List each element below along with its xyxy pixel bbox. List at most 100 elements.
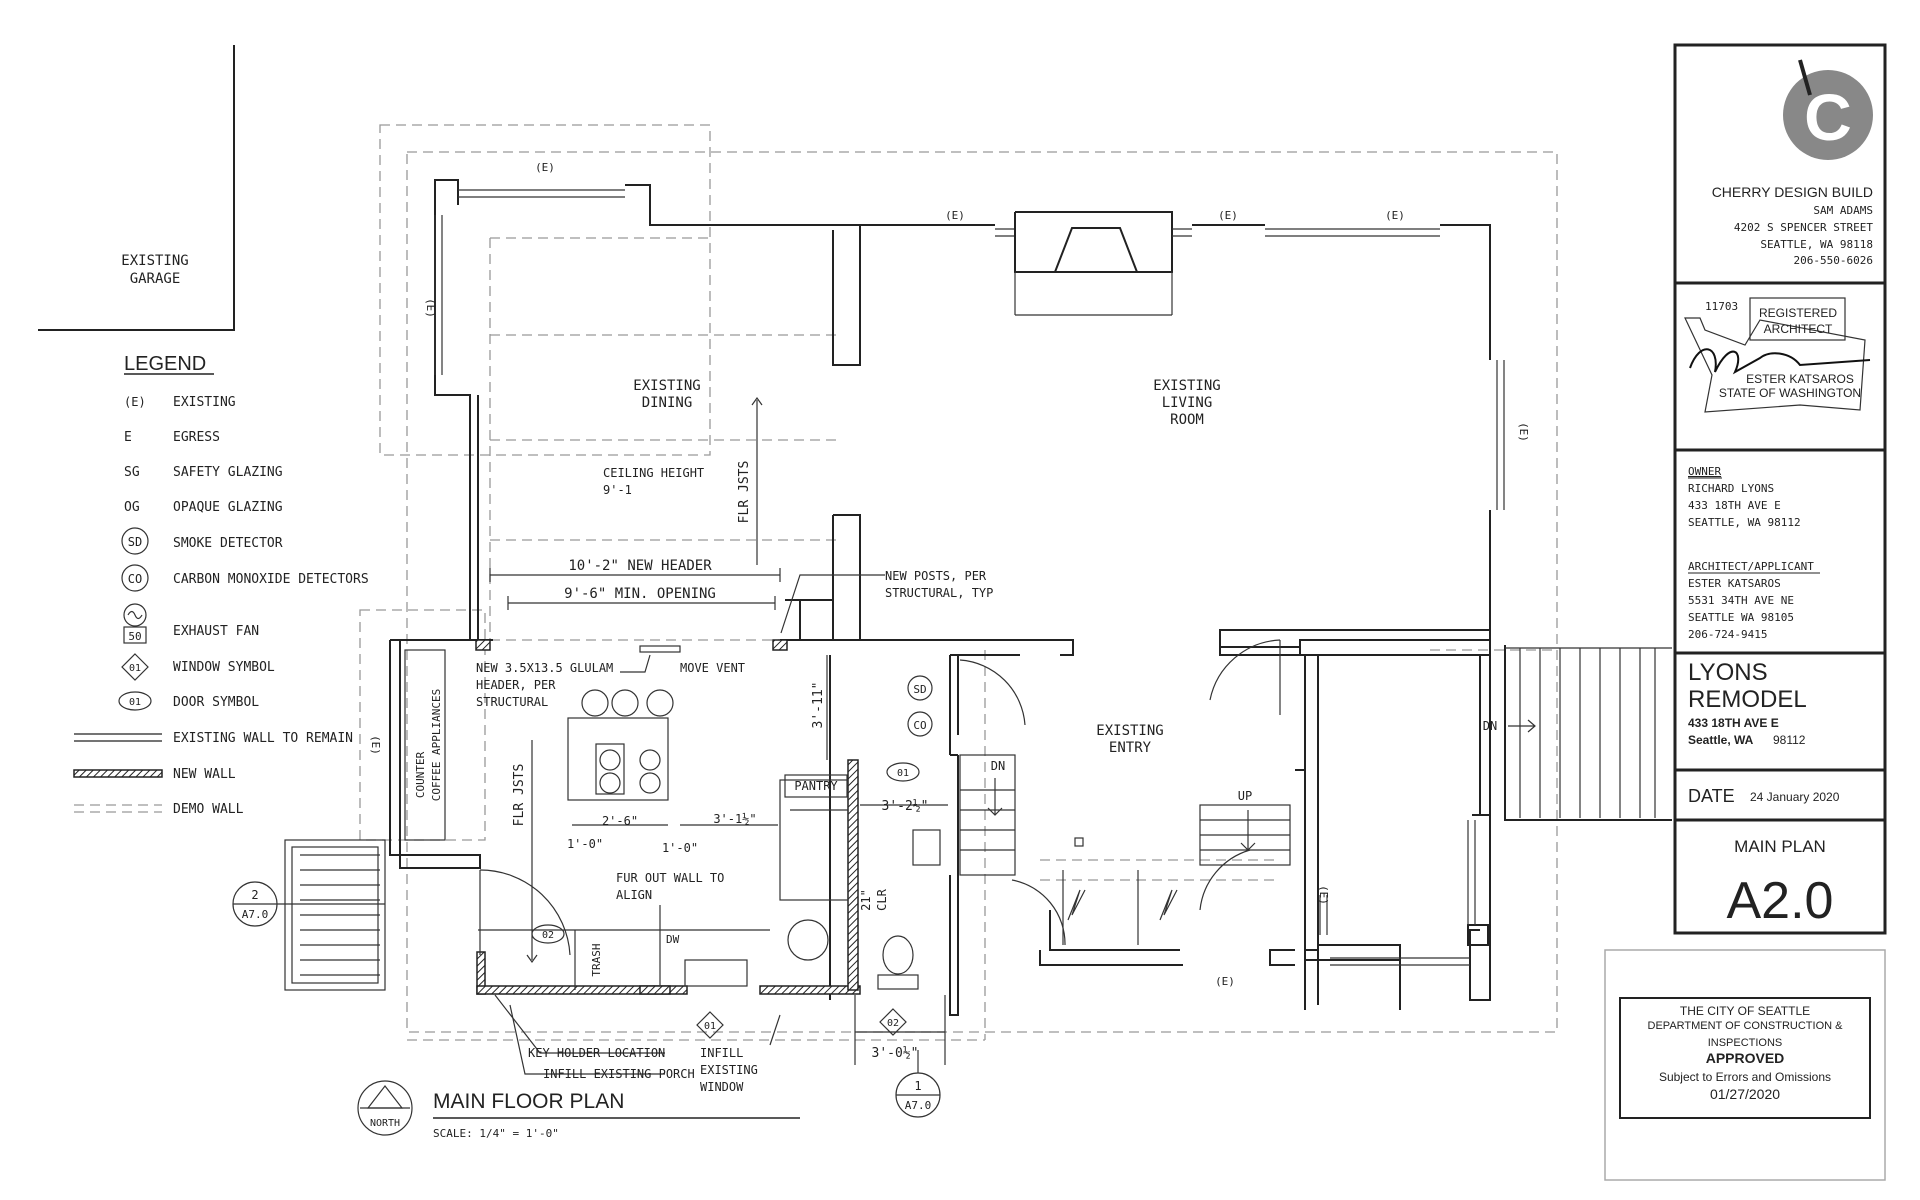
kitchen-counters [404, 649, 849, 990]
smoke-detector-icon [907, 675, 933, 701]
infill-window-note-1: INFILL [700, 1046, 743, 1060]
approval-line-1: THE CITY OF SEATTLE [1680, 1004, 1810, 1018]
owner-city: SEATTLE, WA 98112 [1688, 516, 1801, 529]
project-name-1: LYONS [1688, 659, 1768, 686]
living-label-2: LIVING [1162, 395, 1213, 411]
architect-city: SEATTLE WA 98105 [1688, 611, 1794, 624]
glulam-note-3: STRUCTURAL [476, 695, 548, 709]
new-header-dim: 10'-2" NEW HEADER [568, 558, 712, 574]
new-wall-swatch [73, 769, 163, 778]
clr-dim-1: 21" [859, 889, 873, 911]
stamp-number: 11703 [1705, 300, 1738, 313]
legend-label-door: DOOR SYMBOL [173, 695, 259, 710]
exterior-stair [1505, 647, 1672, 818]
firm-contact: SAM ADAMS [1813, 204, 1873, 217]
section-2-number: 2 [251, 888, 258, 902]
new-posts-note-1: NEW POSTS, PER [885, 569, 987, 583]
date-label: DATE [1688, 786, 1735, 806]
garage-label-2: GARAGE [130, 271, 181, 287]
demo-wall-swatch [74, 804, 162, 813]
window-02-tag: 02 [887, 1018, 899, 1029]
plan-title-text: MAIN FLOOR PLAN [433, 1090, 624, 1113]
architect-heading: ARCHITECT/APPLICANT [1688, 560, 1814, 573]
dim-3-11: 3'-11" [811, 682, 826, 729]
e-marker: (E) [1218, 209, 1238, 222]
firm-logo-icon: C [1783, 59, 1873, 160]
glulam-note-1: NEW 3.5X13.5 GLULAM [476, 661, 613, 675]
infill-porch-note: INFILL EXISTING PORCH [543, 1067, 695, 1081]
architect-stamp: 11703 REGISTERED ARCHITECT ESTER KATSARO… [1684, 297, 1871, 413]
dim-1-0a: 1'-0" [567, 837, 603, 851]
co-label: CO [913, 719, 926, 732]
approval-line-2: DEPARTMENT OF CONSTRUCTION & [1648, 1020, 1844, 1032]
project-name-2: REMODEL [1688, 686, 1807, 713]
firm-phone: 206-550-6026 [1794, 254, 1873, 267]
approval-status: APPROVED [1706, 1050, 1785, 1066]
legend-symbol-window: 01 [129, 663, 141, 674]
section-1-number: 1 [914, 1079, 921, 1093]
door-02-tag: 02 [542, 930, 554, 941]
infill-window-note-2: EXISTING [700, 1063, 758, 1077]
owner-heading: OWNER [1688, 465, 1721, 478]
legend-label-safety-glazing: SAFETY GLAZING [173, 465, 283, 480]
key-holder-note: KEY HOLDER LOCATION [528, 1046, 665, 1060]
e-marker: (E) [1517, 422, 1530, 442]
entry-label-2: ENTRY [1109, 740, 1152, 756]
coffee-label: COFFEE APPLIANCES [430, 689, 443, 802]
title-block: C CHERRY DESIGN BUILD SAM ADAMS 4202 S S… [1673, 43, 1887, 935]
section-2-sheet: A7.0 [242, 908, 269, 921]
existing-walls [284, 179, 1672, 1016]
logo-letter: C [1804, 80, 1852, 154]
dim-1-0b: 1'-0" [662, 841, 698, 855]
infill-window-note-3: WINDOW [700, 1080, 744, 1094]
doors [479, 639, 1281, 956]
legend-symbol-door: 01 [129, 697, 141, 708]
e-marker: (E) [535, 161, 555, 174]
section-1-sheet: A7.0 [905, 1099, 932, 1112]
legend-title: LEGEND [124, 353, 206, 375]
section-marker-2: 2 A7.0 [232, 881, 385, 927]
project-city: Seattle, WA [1688, 733, 1754, 747]
co-detector-icon [907, 711, 933, 737]
window-symbol-icon [879, 1008, 907, 1036]
firm-address: 4202 S SPENCER STREET [1734, 221, 1873, 234]
door-01-tag: 01 [897, 768, 909, 779]
project-address: 433 18TH AVE E [1688, 716, 1779, 730]
legend-label-co: CARBON MONOXIDE DETECTORS [173, 572, 369, 587]
e-marker: (E) [945, 209, 965, 222]
counter-label: COUNTER [414, 751, 427, 798]
door-symbol-icon [886, 762, 920, 782]
door-symbol-icon [118, 691, 152, 711]
fur-out-note-2: ALIGN [616, 888, 652, 902]
living-label-1: EXISTING [1153, 378, 1220, 394]
window-01-tag: 01 [704, 1021, 716, 1032]
interior-stairs [959, 754, 1291, 945]
approval-line-5: Subject to Errors and Omissions [1659, 1070, 1831, 1084]
sheet-title: MAIN PLAN [1734, 837, 1826, 856]
stamp-architect: ARCHITECT [1764, 322, 1833, 336]
e-marker: (E) [369, 735, 382, 755]
e-marker: (E) [1317, 885, 1330, 905]
room-labels: EXISTING DINING EXISTING LIVING ROOM EXI… [603, 378, 1221, 756]
clr-dim-2: CLR [875, 888, 889, 910]
existing-wall-swatch [74, 733, 162, 742]
approval-date: 01/27/2020 [1710, 1086, 1780, 1102]
dim-3-2: 3'-2½" [882, 799, 929, 814]
e-marker: (E) [1215, 975, 1235, 988]
e-marker: (E) [1385, 209, 1405, 222]
porch-stair [284, 839, 386, 991]
north-arrow-icon [357, 1080, 413, 1136]
approval-line-3: INSPECTIONS [1708, 1037, 1783, 1049]
owner-name: RICHARD LYONS [1688, 482, 1774, 495]
stamp-architect-name: ESTER KATSAROS [1746, 372, 1854, 386]
firm-city: SEATTLE, WA 98118 [1760, 238, 1873, 251]
bathroom-fixtures [877, 829, 941, 990]
approval-stamp: THE CITY OF SEATTLE DEPARTMENT OF CONSTR… [1604, 949, 1886, 1181]
stamp-registered: REGISTERED [1759, 306, 1837, 320]
new-walls [475, 639, 861, 995]
exhaust-fan-icon [123, 603, 147, 644]
dim-2-6: 2'-6" [602, 814, 638, 828]
architect-name: ESTER KATSAROS [1688, 577, 1781, 590]
dim-3-0: 3'-0½" [872, 1046, 919, 1061]
